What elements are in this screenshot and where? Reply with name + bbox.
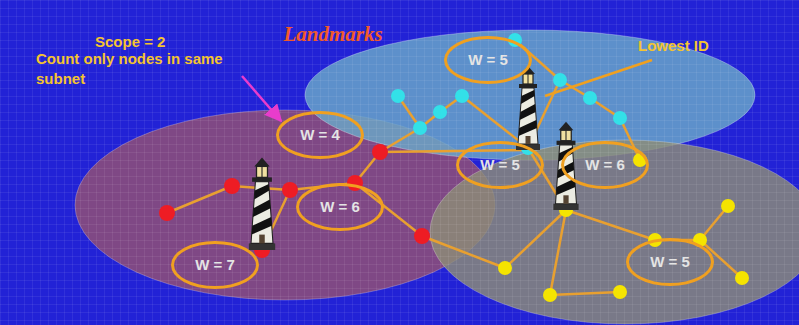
weight-circle: W = 6 xyxy=(296,183,384,231)
weight-circle: W = 5 xyxy=(626,238,714,286)
weight-label: W = 4 xyxy=(300,127,340,144)
host-dot xyxy=(633,153,647,167)
weight-circle: W = 4 xyxy=(276,111,364,159)
link xyxy=(380,150,528,152)
link xyxy=(422,236,505,268)
weight-label: W = 5 xyxy=(480,157,520,174)
host-dot xyxy=(413,121,427,135)
host-dot xyxy=(583,91,597,105)
link xyxy=(167,186,232,213)
host-dot xyxy=(282,182,298,198)
network-links xyxy=(167,40,742,295)
host-dot xyxy=(414,228,430,244)
host-dot xyxy=(372,144,388,160)
host-dot xyxy=(508,33,522,47)
host-dot xyxy=(613,111,627,125)
host-dot xyxy=(391,89,405,103)
host-dot xyxy=(553,73,567,87)
link xyxy=(700,240,742,278)
yellow-nodes xyxy=(498,153,749,302)
weight-label: W = 6 xyxy=(585,157,625,174)
host-dot xyxy=(613,285,627,299)
host-dot xyxy=(159,205,175,221)
callout-arrow xyxy=(242,76,281,121)
annotation-label: Lowest ID xyxy=(638,36,709,56)
weight-circle: W = 5 xyxy=(456,141,544,189)
host-dot xyxy=(543,288,557,302)
weight-circle: W = 7 xyxy=(171,241,259,289)
weight-label: W = 5 xyxy=(650,254,690,271)
cyan-nodes xyxy=(391,33,627,155)
link xyxy=(566,210,655,240)
host-dot xyxy=(735,271,749,285)
host-dot xyxy=(498,261,512,275)
lighthouse xyxy=(553,122,578,210)
red-nodes xyxy=(159,144,430,258)
link xyxy=(550,292,620,295)
lighthouse xyxy=(516,66,540,150)
leader-line xyxy=(545,60,652,96)
weight-label: W = 7 xyxy=(195,257,235,274)
link xyxy=(355,183,422,236)
weight-label: W = 5 xyxy=(468,52,508,69)
host-dot xyxy=(224,178,240,194)
weight-circle: W = 6 xyxy=(561,141,649,189)
weight-label: W = 6 xyxy=(320,199,360,216)
annotation-label: Count only nodes in same subnet xyxy=(36,49,241,88)
host-dot xyxy=(433,105,447,119)
host-dot xyxy=(693,233,707,247)
annotation-label: Scope = 2 xyxy=(95,32,165,52)
weight-circle: W = 5 xyxy=(444,36,532,84)
diagram-title: Landmarks xyxy=(283,22,382,47)
link xyxy=(550,210,566,295)
host-dot xyxy=(721,199,735,213)
host-dot xyxy=(455,89,469,103)
lighthouse xyxy=(249,158,275,250)
